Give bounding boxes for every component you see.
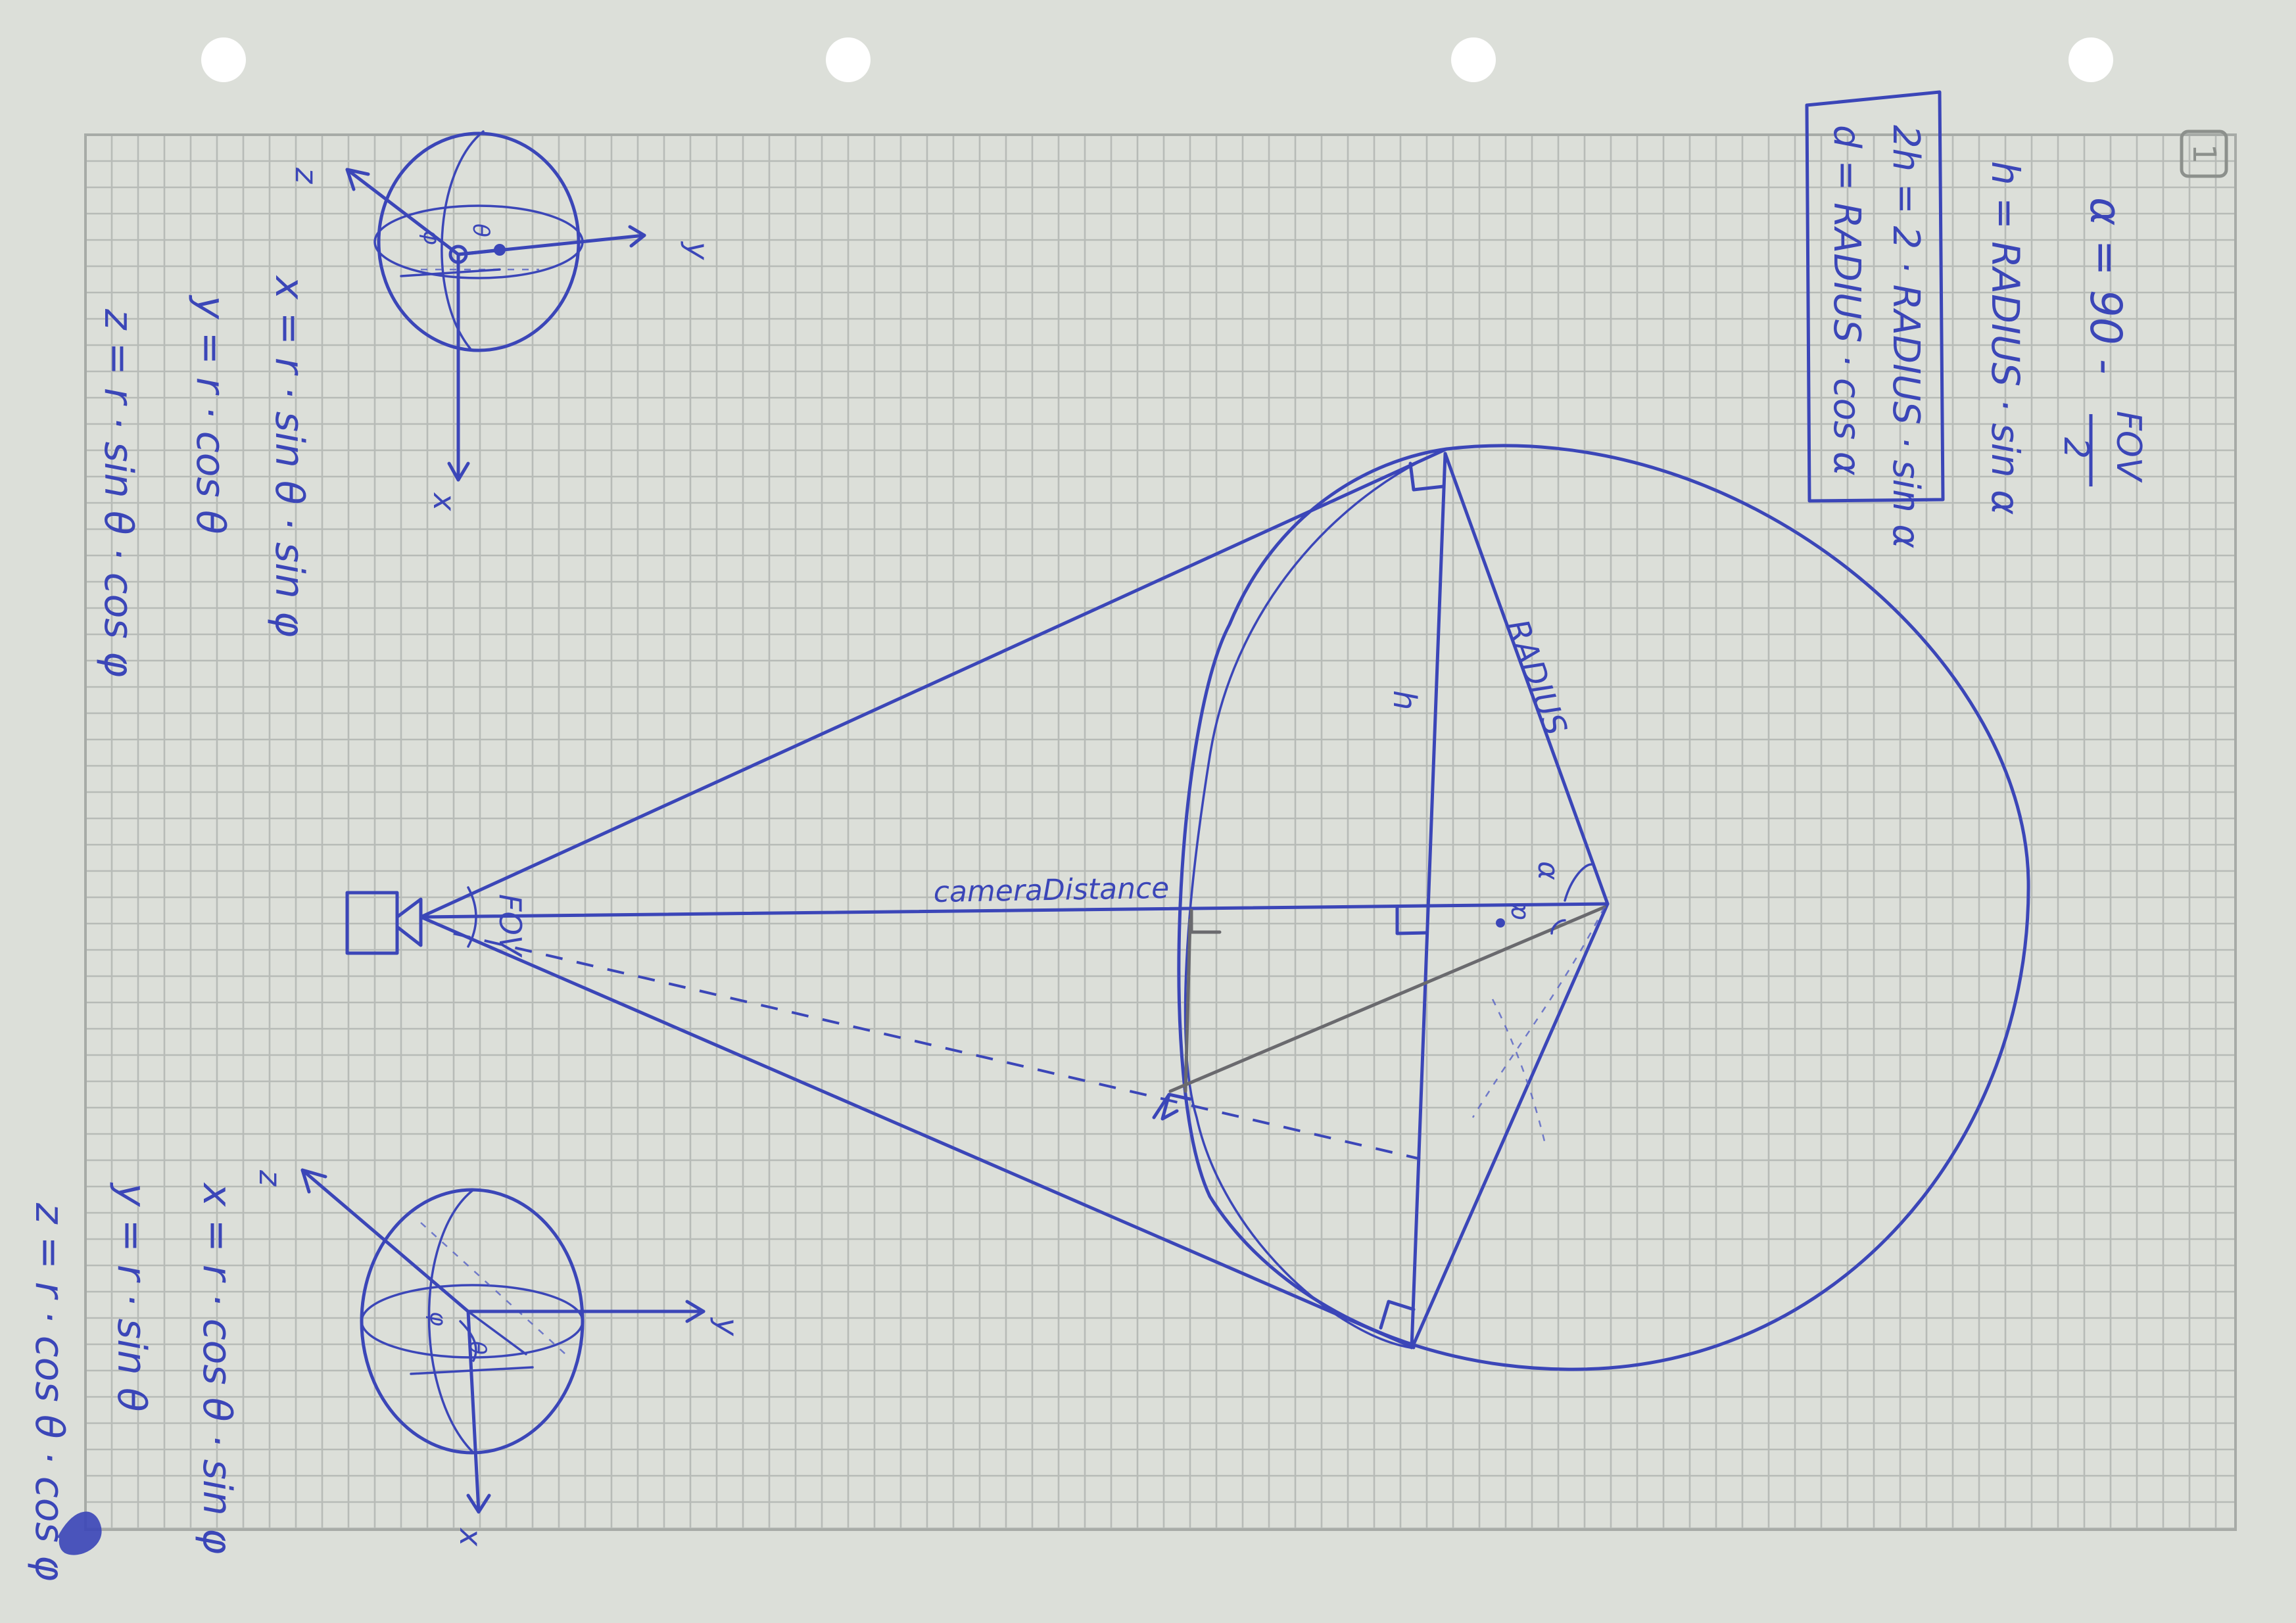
punch-hole <box>1451 37 1496 82</box>
bottom-sketch-base <box>410 1366 534 1375</box>
tangent-circle <box>1184 448 1448 1349</box>
top-axis-y-label: y <box>680 241 715 260</box>
bottom-sphere-sketch: z y x φ θ <box>252 1168 745 1547</box>
top-eq-x: x = r · sin θ · sin φ <box>266 275 312 637</box>
camera-icon <box>345 891 423 955</box>
point-arrow-icon <box>1152 1093 1192 1121</box>
top-equations: x = r · sin θ · sin φ y = r · cos θ z = … <box>95 275 312 677</box>
right-angle-center <box>1395 905 1429 935</box>
alpha-arc <box>1564 863 1592 902</box>
right-angle-pencil <box>1189 908 1222 934</box>
alpha-fraction-den: 2 <box>2056 437 2095 459</box>
frustum-upper-edge <box>419 447 1448 919</box>
right-angle-bottom <box>1379 1300 1416 1330</box>
top-axis-x-label: x <box>427 492 462 511</box>
top-eq-y: y = r · cos θ <box>187 294 233 534</box>
punch-hole <box>2069 37 2113 82</box>
punch-hole <box>201 37 246 82</box>
pencil-vertical <box>1184 918 1192 1093</box>
right-angle-top <box>1408 461 1445 492</box>
ink-scribble <box>57 1511 102 1555</box>
bottom-axis-z-label: z <box>252 1169 288 1187</box>
radius-line-lower <box>1412 902 1610 1346</box>
alpha-small-label: α <box>1502 904 1531 920</box>
chord-2h <box>1410 452 1447 1350</box>
bottom-equations: x = r · cos θ · sin φ y = r · sin θ z = … <box>26 1182 240 1581</box>
alpha-arc-small <box>1550 919 1566 935</box>
fov-label: FOV <box>492 894 528 958</box>
top-sphere-meridian <box>441 130 485 350</box>
formula-box <box>1805 90 1945 503</box>
top-axis-z-arrow <box>345 168 370 191</box>
page-number-box: 1 <box>2180 129 2228 178</box>
bottom-axis-z-arrow <box>300 1168 327 1194</box>
h-label: h <box>1386 690 1423 710</box>
top-point-dot <box>494 244 506 256</box>
box-formula-2h: 2h = 2 · RADIUS · sin α <box>1884 125 1927 548</box>
center-dot <box>1496 918 1505 928</box>
grid-border <box>84 133 2237 1531</box>
fov-arc <box>467 886 477 948</box>
top-eq-z: z = r · sin θ · cos φ <box>95 308 141 677</box>
top-axis-x-arrow <box>447 461 470 482</box>
bottom-eq-z: z = r · cos θ · cos φ <box>26 1202 72 1581</box>
box-formula-d: d = RADIUS · cos α <box>1825 125 1868 476</box>
radius-line <box>1443 452 1610 906</box>
bottom-sphere-dashed <box>420 1222 566 1355</box>
bottom-theta-label: θ <box>464 1341 490 1355</box>
frustum-lower-edge <box>419 915 1416 1350</box>
top-sketch-base <box>400 268 501 277</box>
bottom-phi-arc <box>459 1320 477 1362</box>
bottom-axis-z <box>300 1168 470 1313</box>
top-axis-z-label: z <box>289 167 324 184</box>
h-formula: h = RADIUS · sin α <box>1983 161 2028 515</box>
formulas: α = 90 - FOV 2 h = RADIUS · sin α 2h = 2… <box>1805 90 2148 548</box>
bottom-eq-y: y = r · sin θ <box>108 1182 155 1412</box>
page-number: 1 <box>2186 144 2222 164</box>
bottom-phi-label: φ <box>425 1311 451 1327</box>
bottom-axis-x <box>466 1309 481 1514</box>
alpha-fraction-num: FOV <box>2109 411 2148 483</box>
projection-curve <box>1471 906 1606 1118</box>
top-theta-label: θ <box>467 223 494 237</box>
top-sphere-sketch: z y x θ φ <box>289 130 715 511</box>
sphere-outline <box>1177 444 2030 1371</box>
top-axis-y-arrow <box>628 225 646 248</box>
bottom-eq-x: x = r · cos θ · sin φ <box>194 1182 240 1554</box>
alpha-formula: α = 90 - <box>2080 197 2131 375</box>
top-phi-label: φ <box>418 230 444 245</box>
top-axis-z <box>345 168 460 256</box>
camera-distance-line <box>419 902 1610 919</box>
bottom-axis-x-arrow <box>466 1494 491 1514</box>
top-origin-dot <box>448 245 468 264</box>
dashed-ray <box>453 932 1421 1160</box>
bottom-axis-y-label: y <box>709 1317 745 1336</box>
bottom-axis-y-arrow <box>685 1300 706 1323</box>
punch-hole <box>826 37 871 82</box>
bottom-radius-vector <box>467 1310 527 1355</box>
alpha-label: α <box>1531 861 1565 880</box>
camera-distance-label: cameraDistance <box>933 872 1169 909</box>
bottom-sphere-meridian <box>427 1188 475 1454</box>
pencil-radius <box>1168 905 1606 1093</box>
bottom-axis-x-label: x <box>453 1527 489 1547</box>
